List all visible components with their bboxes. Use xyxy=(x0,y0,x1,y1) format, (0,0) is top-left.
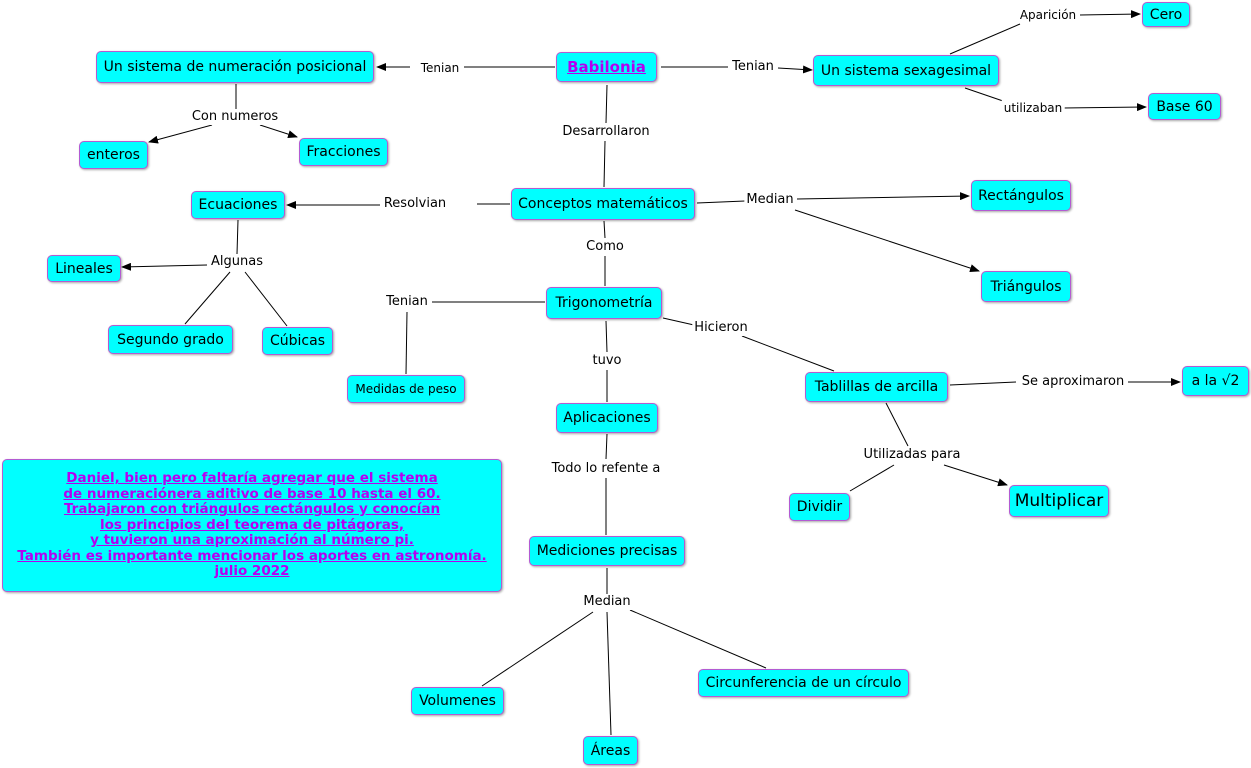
link-label-algunas: Algunas xyxy=(209,254,265,270)
node-dividir[interactable]: Dividir xyxy=(789,493,850,521)
note-line-5: y tuvieron una aproximación al número pi… xyxy=(90,532,414,549)
node-enteros[interactable]: enteros xyxy=(79,141,148,169)
note-line-2: de numeraciónera aditivo de base 10 hast… xyxy=(63,485,441,502)
edge-median-circunferencia xyxy=(629,609,767,669)
link-label-como: Como xyxy=(584,239,626,255)
link-label-tuvo: tuvo xyxy=(590,353,624,369)
edge-utilizadas-dividir xyxy=(849,464,895,492)
edge-sexagesimal-utilizaban xyxy=(964,87,1004,102)
edge-sexagesimal-aparicion xyxy=(949,23,1021,55)
node-trigonometria[interactable]: Trigonometría xyxy=(546,287,662,319)
link-label-resolvian: Resolvian xyxy=(381,196,449,212)
node-segundo-grado[interactable]: Segundo grado xyxy=(108,325,233,354)
node-rectangulos[interactable]: Rectángulos xyxy=(971,180,1071,211)
edge-median-triangulos xyxy=(794,209,980,272)
edge-con-numeros-enteros xyxy=(148,124,213,144)
node-fracciones[interactable]: Fracciones xyxy=(299,138,388,166)
node-multiplicar[interactable]: Multiplicar xyxy=(1009,485,1109,517)
node-babilonia[interactable]: Babilonia xyxy=(556,52,657,82)
link-label-median-bottom: Median xyxy=(581,594,633,610)
link-label-utilizaban: utilizaban xyxy=(1001,100,1065,116)
link-label-desarrollaron: Desarrollaron xyxy=(560,124,652,140)
edge-median-rectangulos xyxy=(796,192,970,201)
edge-utilizadas-multiplicar xyxy=(943,464,1008,487)
node-sistema-sexagesimal[interactable]: Un sistema sexagesimal xyxy=(813,55,999,86)
node-cubicas[interactable]: Cúbicas xyxy=(262,327,333,355)
edge-conceptos-como xyxy=(603,220,606,239)
node-medidas-peso[interactable]: Medidas de peso xyxy=(347,375,465,403)
link-label-con-numeros: Con numeros xyxy=(189,109,281,125)
link-label-tenian-left: Tenian xyxy=(418,60,462,76)
edge-babilonia-desarrollaron xyxy=(605,84,608,124)
teacher-note[interactable]: Daniel, bien pero faltaría agregar que e… xyxy=(2,459,502,592)
edge-aparicion-cero xyxy=(1079,10,1141,19)
edge-desarrollaron-conceptos xyxy=(603,140,606,188)
node-volumenes[interactable]: Volumenes xyxy=(411,687,504,715)
link-label-median-top: Median xyxy=(744,192,796,208)
edge-trig-hicieron xyxy=(662,317,695,326)
edge-algunas-segundo-grado xyxy=(184,271,231,325)
node-aplicaciones[interactable]: Aplicaciones xyxy=(556,403,658,433)
edge-algunas-lineales xyxy=(121,262,208,271)
note-line-3: Trabajaron con triángulos rectángulos y … xyxy=(63,501,441,518)
node-cero[interactable]: Cero xyxy=(1142,2,1190,27)
node-base60[interactable]: Base 60 xyxy=(1148,93,1221,120)
node-conceptos[interactable]: Conceptos matemáticos xyxy=(511,188,695,220)
edge-median-areas xyxy=(606,611,612,736)
node-mediciones[interactable]: Mediciones precisas xyxy=(529,536,685,566)
edge-median-volumenes xyxy=(481,611,594,687)
edge-aplicaciones-todo xyxy=(605,433,608,460)
edge-tenian-medidas xyxy=(405,311,408,375)
node-raiz2[interactable]: a la √2 xyxy=(1182,366,1249,396)
link-label-aparicion: Aparición xyxy=(1017,7,1079,23)
edge-tenian-sexagesimal xyxy=(777,65,813,74)
link-label-tenian-trig: Tenian xyxy=(384,294,430,310)
edge-con-numeros-fracciones xyxy=(259,124,298,139)
edge-tablillas-utilizadas xyxy=(885,402,909,447)
link-label-hicieron: Hicieron xyxy=(692,320,750,336)
link-label-tenian-right: Tenian xyxy=(730,59,776,75)
note-line-1: Daniel, bien pero faltaría agregar que e… xyxy=(66,470,438,487)
note-line-4: los principios del teorema de pitágoras, xyxy=(99,516,405,533)
edge-hicieron-tablillas xyxy=(741,335,835,372)
edge-utilizaban-base60 xyxy=(1062,103,1147,112)
node-tablillas[interactable]: Tablillas de arcilla xyxy=(805,372,948,402)
link-label-todo-lo-refente: Todo lo refente a xyxy=(549,461,663,477)
edge-conceptos-median xyxy=(696,200,746,204)
edge-tablillas-se-aproximaron xyxy=(949,381,1017,386)
node-areas[interactable]: Áreas xyxy=(583,736,638,765)
edge-ecuaciones-algunas xyxy=(236,219,239,255)
edge-algunas-cubicas xyxy=(244,271,288,327)
link-label-se-aproximaron: Se aproximaron xyxy=(1019,374,1127,390)
node-circunferencia[interactable]: Circunferencia de un círculo xyxy=(698,669,909,697)
link-label-utilizadas-para: Utilizadas para xyxy=(861,447,963,463)
node-lineales[interactable]: Lineales xyxy=(47,255,121,282)
node-triangulos[interactable]: Triángulos xyxy=(981,271,1071,302)
node-sistema-posicional[interactable]: Un sistema de numeración posicional xyxy=(96,51,374,83)
note-line-7: julio 2022 xyxy=(214,563,290,580)
node-ecuaciones[interactable]: Ecuaciones xyxy=(191,191,285,219)
note-line-6: También es importante mencionar los apor… xyxy=(17,547,487,564)
edge-trig-tuvo xyxy=(605,320,608,353)
